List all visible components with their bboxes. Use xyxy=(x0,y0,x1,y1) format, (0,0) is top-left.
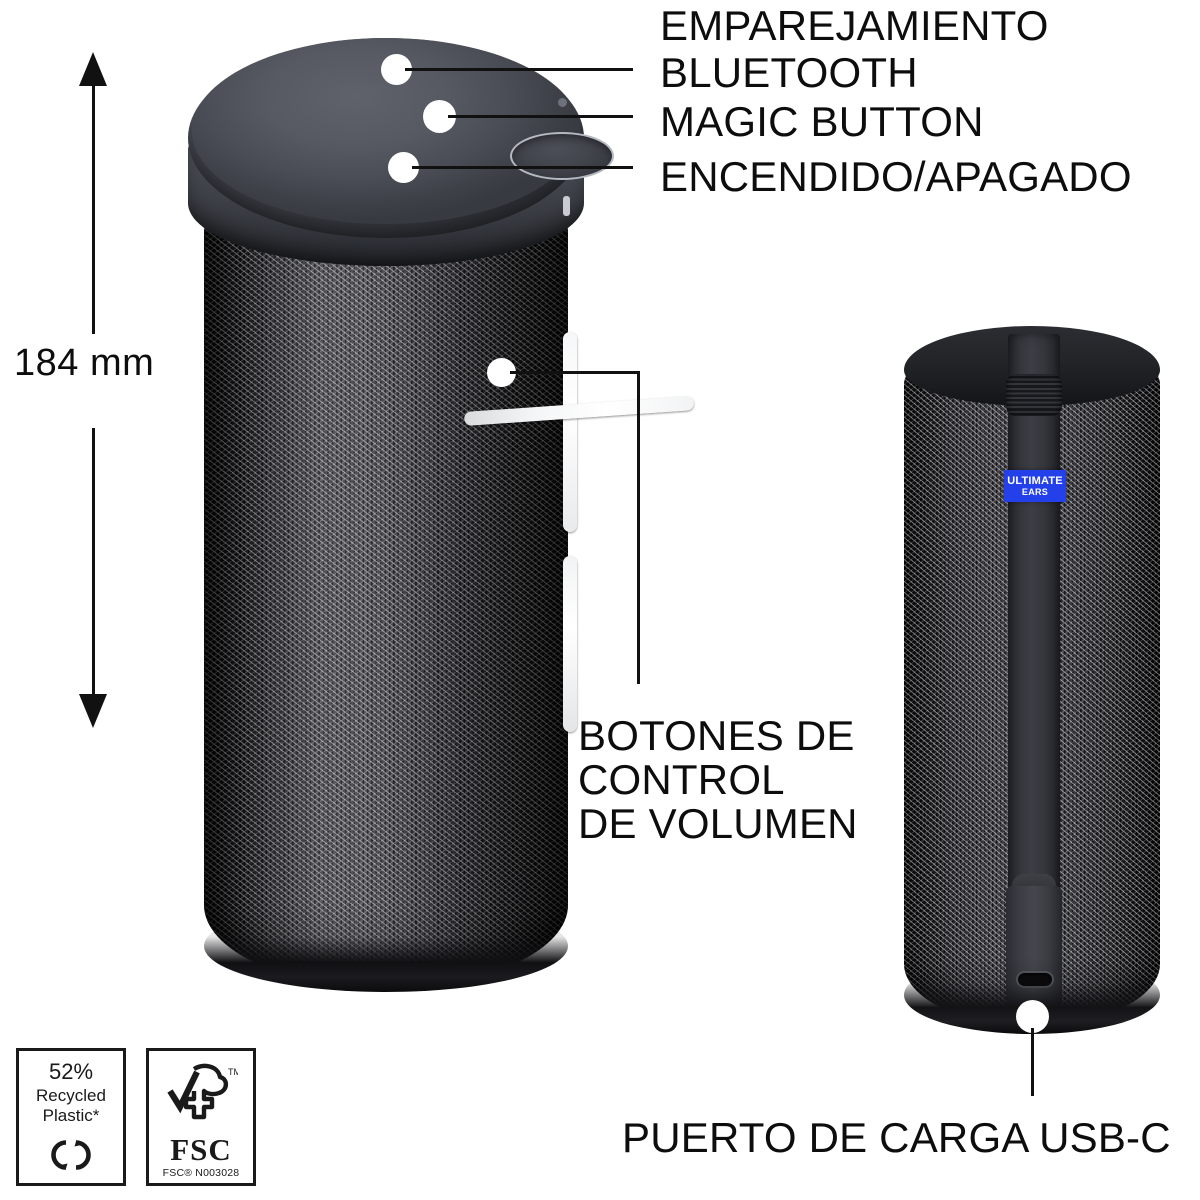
dimension-arrow xyxy=(74,52,114,728)
callout-dot-usbc[interactable] xyxy=(1016,1000,1049,1033)
svg-text:TM: TM xyxy=(228,1067,238,1077)
leader-line-volume-vertical xyxy=(637,371,640,684)
recycling-icon xyxy=(47,1133,95,1182)
fsc-certification-badge: TM FSC FSC® N003028 xyxy=(146,1048,256,1186)
arrow-head-down-icon xyxy=(79,694,107,728)
brand-badge-line2: EARS xyxy=(1021,486,1049,497)
speaker-front-view xyxy=(188,38,695,992)
fsc-tree-icon: TM xyxy=(164,1063,241,1130)
leader-line-magic-button xyxy=(448,115,633,118)
recycled-label-line2: Plastic* xyxy=(42,1106,100,1125)
callout-label-volume: BOTONES DE CONTROL DE VOLUMEN xyxy=(578,712,858,847)
power-indicator-bar xyxy=(563,196,570,216)
leader-line-usbc xyxy=(1031,1028,1034,1096)
ultimate-ears-badge: ULTIMATE EARS xyxy=(1004,470,1066,502)
recycled-label-line1: Recycled xyxy=(36,1086,106,1105)
speaker-mesh-body xyxy=(204,158,568,988)
leader-line-power xyxy=(412,166,633,169)
fsc-license-code: FSC® N003028 xyxy=(162,1167,240,1179)
recycled-plastic-badge: 52% Recycled Plastic* xyxy=(16,1048,126,1186)
callout-label-power: ENCENDIDO/APAGADO xyxy=(660,153,1132,200)
arrow-shaft-lower xyxy=(92,428,95,698)
magic-button[interactable] xyxy=(510,132,614,180)
leader-line-volume-horizontal xyxy=(510,371,640,374)
volume-down-button[interactable] xyxy=(563,556,577,732)
volume-up-button[interactable] xyxy=(563,332,577,532)
recycled-percent: 52% xyxy=(48,1059,94,1084)
speaker-hanging-loop xyxy=(1006,374,1062,416)
speaker-rear-view: ULTIMATE EARS xyxy=(898,326,1166,1034)
callout-label-magic-button: MAGIC BUTTON xyxy=(660,98,984,145)
leader-line-bluetooth xyxy=(405,68,633,71)
dimension-label: 184 mm xyxy=(14,342,155,384)
callout-label-usbc: PUERTO DE CARGA USB-C xyxy=(622,1114,1171,1161)
speaker-bottom-rim xyxy=(204,900,568,992)
bluetooth-indicator-led xyxy=(558,98,567,107)
fsc-wordmark: FSC xyxy=(170,1132,232,1167)
brand-badge-line1: ULTIMATE xyxy=(1007,474,1063,487)
callout-label-bluetooth: EMPAREJAMIENTO BLUETOOTH xyxy=(660,2,1049,96)
arrow-head-up-icon xyxy=(79,52,107,86)
arrow-shaft-upper xyxy=(92,82,95,334)
